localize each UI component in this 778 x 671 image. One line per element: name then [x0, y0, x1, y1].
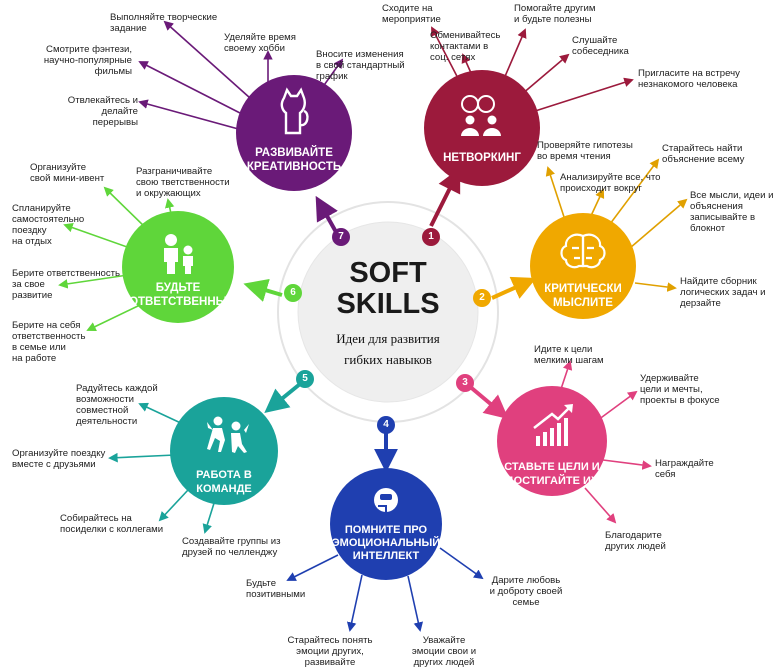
- people-talking-icon: [461, 95, 501, 136]
- tip-responsible-2: Разграничивайте свою тветственности и ок…: [136, 166, 230, 199]
- spoke-creativity: [315, 195, 338, 233]
- tip-team-3: Собирайтесь на посиделки с коллегами: [60, 513, 164, 535]
- center-inner-disc: [297, 221, 479, 403]
- hub-title-responsible: БУДЬТЕ ОТВЕТСТВЕННЫ: [129, 282, 227, 308]
- tip-networking-1: Сходите на мероприятие: [382, 3, 441, 25]
- cat-icon: [280, 87, 309, 135]
- badge-4: 4: [377, 416, 395, 434]
- tip-networking-3: Помогайте другим и будьте полезны: [514, 3, 596, 25]
- hub-team: [170, 397, 278, 505]
- tip-team-4: Создавайте группы из друзей по челленджу: [182, 536, 281, 558]
- hub-emotional: [330, 468, 442, 580]
- tip-critical-2: Старайтесь найти объяснение всему: [662, 143, 745, 165]
- tip-goals-4: Благодарите других людей: [605, 530, 666, 552]
- spoke-critical: [491, 276, 537, 300]
- tip-networking-2: Обменивайтесь контактами в соц. сетях: [430, 30, 501, 63]
- hub-title-team: РАБОТА В КОМАНДЕ: [196, 469, 252, 495]
- tip-networking-4: Слушайте собеседника: [572, 35, 629, 57]
- tip-goals-1: Идите к цели мелкими шагам: [534, 344, 604, 366]
- tip-responsible-1: Организуйте свой мини-ивент: [30, 162, 105, 184]
- tip-responsible-3: Спланируйте самостоятельно поездку на от…: [12, 203, 85, 247]
- tip-responsible-4: Берите ответственность за свое развитие: [12, 268, 121, 301]
- tip-critical-4: Все мысли, идеи и объяснения записывайте…: [690, 190, 774, 234]
- tip-creativity-1: Выполняйте творческие задание: [110, 12, 218, 34]
- center-title: SOFT SKILLS: [336, 257, 440, 320]
- hub-title-networking: НЕТВОРКИНГ: [443, 152, 521, 164]
- dancing-people-icon: [207, 416, 249, 453]
- spoke-networking: [429, 167, 461, 227]
- tip-emotional-1: Будьте позитивными: [246, 578, 306, 600]
- parent-child-icon: [164, 234, 193, 274]
- tip-team-2: Организуйте поездку вместе с друзьями: [12, 448, 106, 470]
- tip-creativity-4: Вносите изменения в свой стандартный гра…: [316, 49, 405, 82]
- badge-6: 6: [284, 284, 302, 302]
- face-hand-icon: [374, 488, 398, 512]
- tip-critical-3: Анализируйте все, что происходит вокруг: [560, 172, 661, 194]
- hub-responsible: [122, 211, 234, 323]
- tip-emotional-2: Старайтесь понять эмоции других, развива…: [287, 635, 373, 668]
- center-subtitle: Идеи для развития гибких навыков: [336, 331, 440, 367]
- spoke-goals: [466, 383, 509, 420]
- tip-creativity-3: Смотрите фэнтези, научно-популярные филь…: [43, 44, 132, 77]
- hub-title-emotional: ПОМНИТЕ ПРО ЭМОЦИОНАЛЬНЫЙ ИНТЕЛЛЕКТ: [331, 524, 441, 562]
- tip-emotional-3: Уважайте эмоции свои и других людей: [411, 635, 477, 668]
- badge-1: 1: [422, 228, 440, 246]
- tip-team-1: Радуйтесь каждой возможности совместной …: [76, 383, 158, 427]
- tip-creativity-5: Отвлекайтесь и делайте перерывы: [67, 95, 138, 128]
- tip-responsible-5: Берите на себя ответственность в семье и…: [12, 320, 86, 364]
- growth-chart-icon: [533, 404, 573, 446]
- brain-icon: [560, 233, 606, 269]
- hub-title-critical: КРИТИЧЕСКИ МЫСЛИТЕ: [544, 283, 622, 309]
- spoke-responsible: [243, 278, 283, 302]
- badge-5: 5: [296, 370, 314, 388]
- tip-emotional-4: Дарите любовь и доброту своей семье: [489, 575, 563, 608]
- hub-networking: [424, 70, 540, 186]
- tip-critical-1: Проверяйте гипотезы во время чтения: [537, 140, 633, 162]
- tip-creativity-2: Уделяйте время своему хобби: [224, 32, 296, 54]
- badge-7: 7: [332, 228, 350, 246]
- badge-3: 3: [456, 374, 474, 392]
- hub-title-goals: СТАВЬТЕ ЦЕЛИ И ДОСТИГАЙТЕ ИХ: [504, 461, 600, 487]
- tip-goals-3: Награждайте себя: [655, 458, 714, 480]
- spoke-team: [264, 382, 302, 414]
- tip-networking-5: Пригласите на встречу незнакомого челове…: [638, 68, 740, 90]
- hub-title-creativity: РАЗВИВАЙТЕ КРЕАТИВНОСТЬ: [246, 147, 342, 173]
- badge-2: 2: [473, 289, 491, 307]
- tip-goals-2: Удерживайте цели и мечты, проекты в фоку…: [640, 373, 720, 406]
- tip-critical-5: Найдите сборник логических задач и дерза…: [680, 276, 766, 309]
